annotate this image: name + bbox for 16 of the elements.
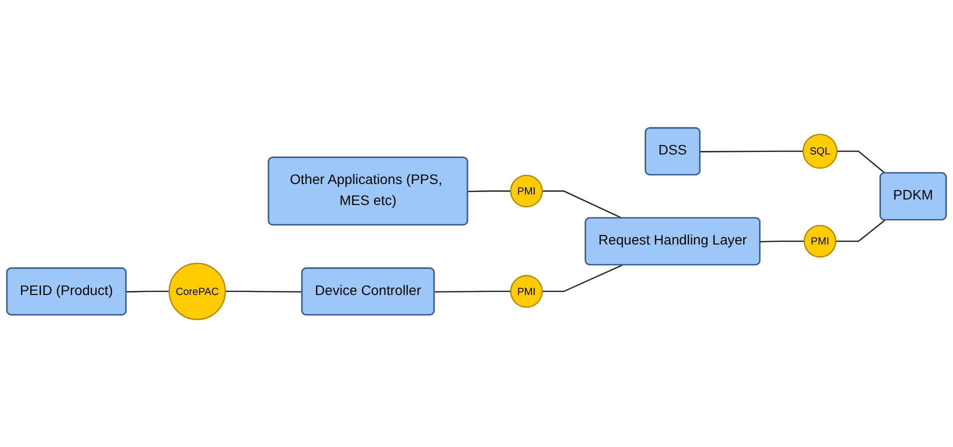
connector [836, 219, 886, 242]
connector [468, 190, 511, 192]
connector [836, 150, 886, 174]
node-circle [804, 224, 836, 258]
node-circle [168, 262, 226, 320]
node-circle [510, 274, 543, 308]
connector [225, 290, 302, 292]
connector [542, 264, 623, 292]
node-circle [802, 134, 838, 169]
connector [126, 290, 170, 292]
connector [542, 190, 623, 219]
diagram-drawing: Other Applications (PPS, MES etc) PMI DSS Request Handling Layer SQL PEID (Product) CorePAC Device Controller PMI PMI PDKM [0, 120, 953, 326]
connector [760, 240, 804, 242]
connector [700, 150, 804, 152]
node-circle [510, 174, 543, 208]
connector [434, 290, 511, 292]
